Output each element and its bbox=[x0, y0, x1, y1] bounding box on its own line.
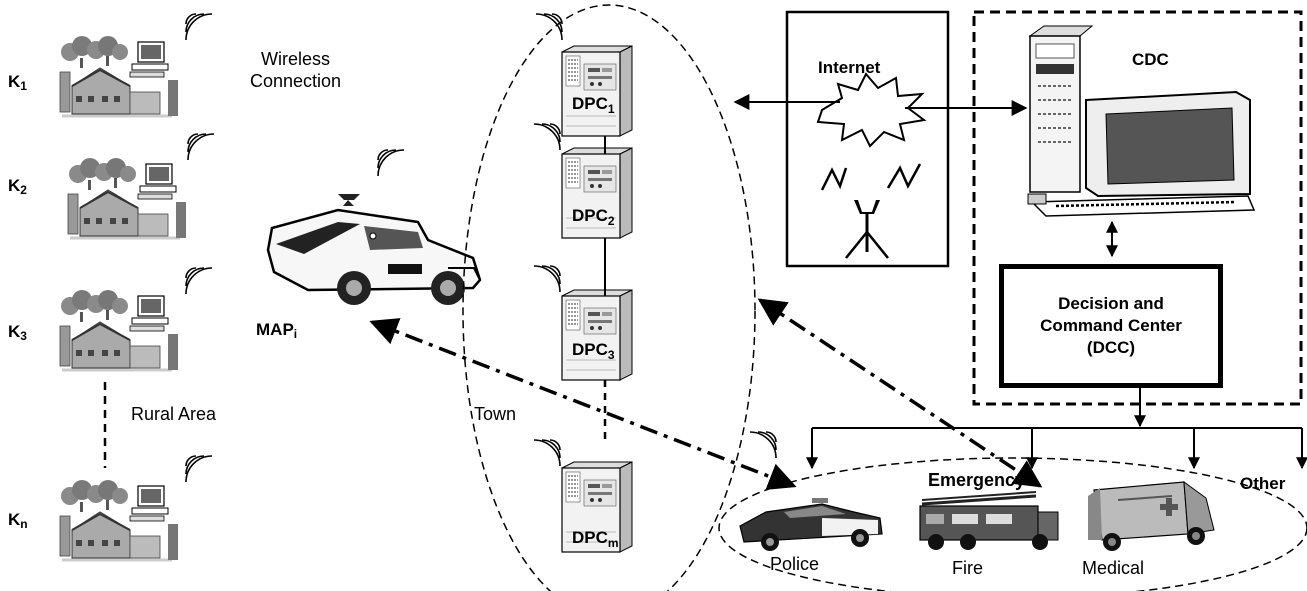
emergency-label: Emergency bbox=[928, 470, 1026, 490]
wireless-signal-icon bbox=[535, 13, 563, 41]
antenna-tower-icon bbox=[820, 163, 922, 259]
medical-label: Medical bbox=[1082, 558, 1145, 578]
dpc-emergency-link bbox=[757, 298, 1043, 488]
node-label-kn: Kn bbox=[8, 510, 28, 531]
ambulance-icon bbox=[1088, 480, 1215, 551]
wireless-signal-icon bbox=[533, 123, 561, 151]
wireless-signal-icon bbox=[185, 13, 213, 41]
map-police-link bbox=[369, 318, 797, 490]
server-tower-icon-dpc3 bbox=[561, 289, 633, 381]
wireless-signal-icon bbox=[533, 439, 561, 467]
cdc-boundary bbox=[972, 10, 1303, 406]
node-label-dpc3: DPC3 bbox=[572, 340, 615, 362]
wireless-signal-icon bbox=[185, 455, 213, 483]
wireless-signal-icon bbox=[377, 149, 405, 177]
wireless-signal-icon bbox=[185, 267, 213, 295]
node-label-k3: K3 bbox=[8, 322, 27, 343]
internet-cloud-icon bbox=[816, 72, 927, 148]
node-label-map: MAPi bbox=[256, 320, 298, 341]
dcc-title-line1: Decision and bbox=[1058, 294, 1164, 313]
farm-icon-k2 bbox=[66, 156, 188, 240]
other-label: Other bbox=[1240, 474, 1286, 493]
police-label: Police bbox=[770, 554, 820, 574]
farm-icon-k3 bbox=[58, 288, 180, 372]
node-label-k2: K2 bbox=[8, 176, 27, 197]
police-car-icon bbox=[739, 498, 883, 551]
node-label-dpc1: DPC1 bbox=[572, 94, 615, 116]
wireless-signal-icon bbox=[187, 133, 215, 161]
desktop-computer-icon bbox=[1027, 25, 1256, 217]
farm-icon-kn bbox=[58, 478, 180, 562]
server-tower-icon-dpc1 bbox=[561, 45, 633, 137]
wireless-signal-icon bbox=[533, 265, 561, 293]
town-boundary bbox=[462, 4, 756, 591]
internet-label: Internet bbox=[818, 58, 881, 77]
town-label: Town bbox=[474, 404, 517, 424]
dcc-box: Decision and Command Center (DCC) bbox=[999, 264, 1223, 388]
node-label-dpcm: DPCm bbox=[572, 528, 619, 550]
dcc-title-line3: (DCC) bbox=[1086, 338, 1136, 357]
bus-icon bbox=[266, 194, 482, 305]
dcc-title-line2: Command Center bbox=[1040, 316, 1182, 335]
rural-area-label: Rural Area bbox=[131, 404, 217, 424]
cdc-label: CDC bbox=[1132, 50, 1169, 69]
fire-label: Fire bbox=[952, 558, 983, 578]
node-label-dpc2: DPC2 bbox=[572, 206, 615, 228]
wireless-signal-icon bbox=[749, 431, 777, 459]
fire-truck-icon bbox=[919, 491, 1059, 550]
node-label-k1: K1 bbox=[8, 72, 27, 93]
wireless-connection-label: Wireless Connection bbox=[250, 49, 342, 91]
farm-icon-k1 bbox=[58, 34, 180, 118]
